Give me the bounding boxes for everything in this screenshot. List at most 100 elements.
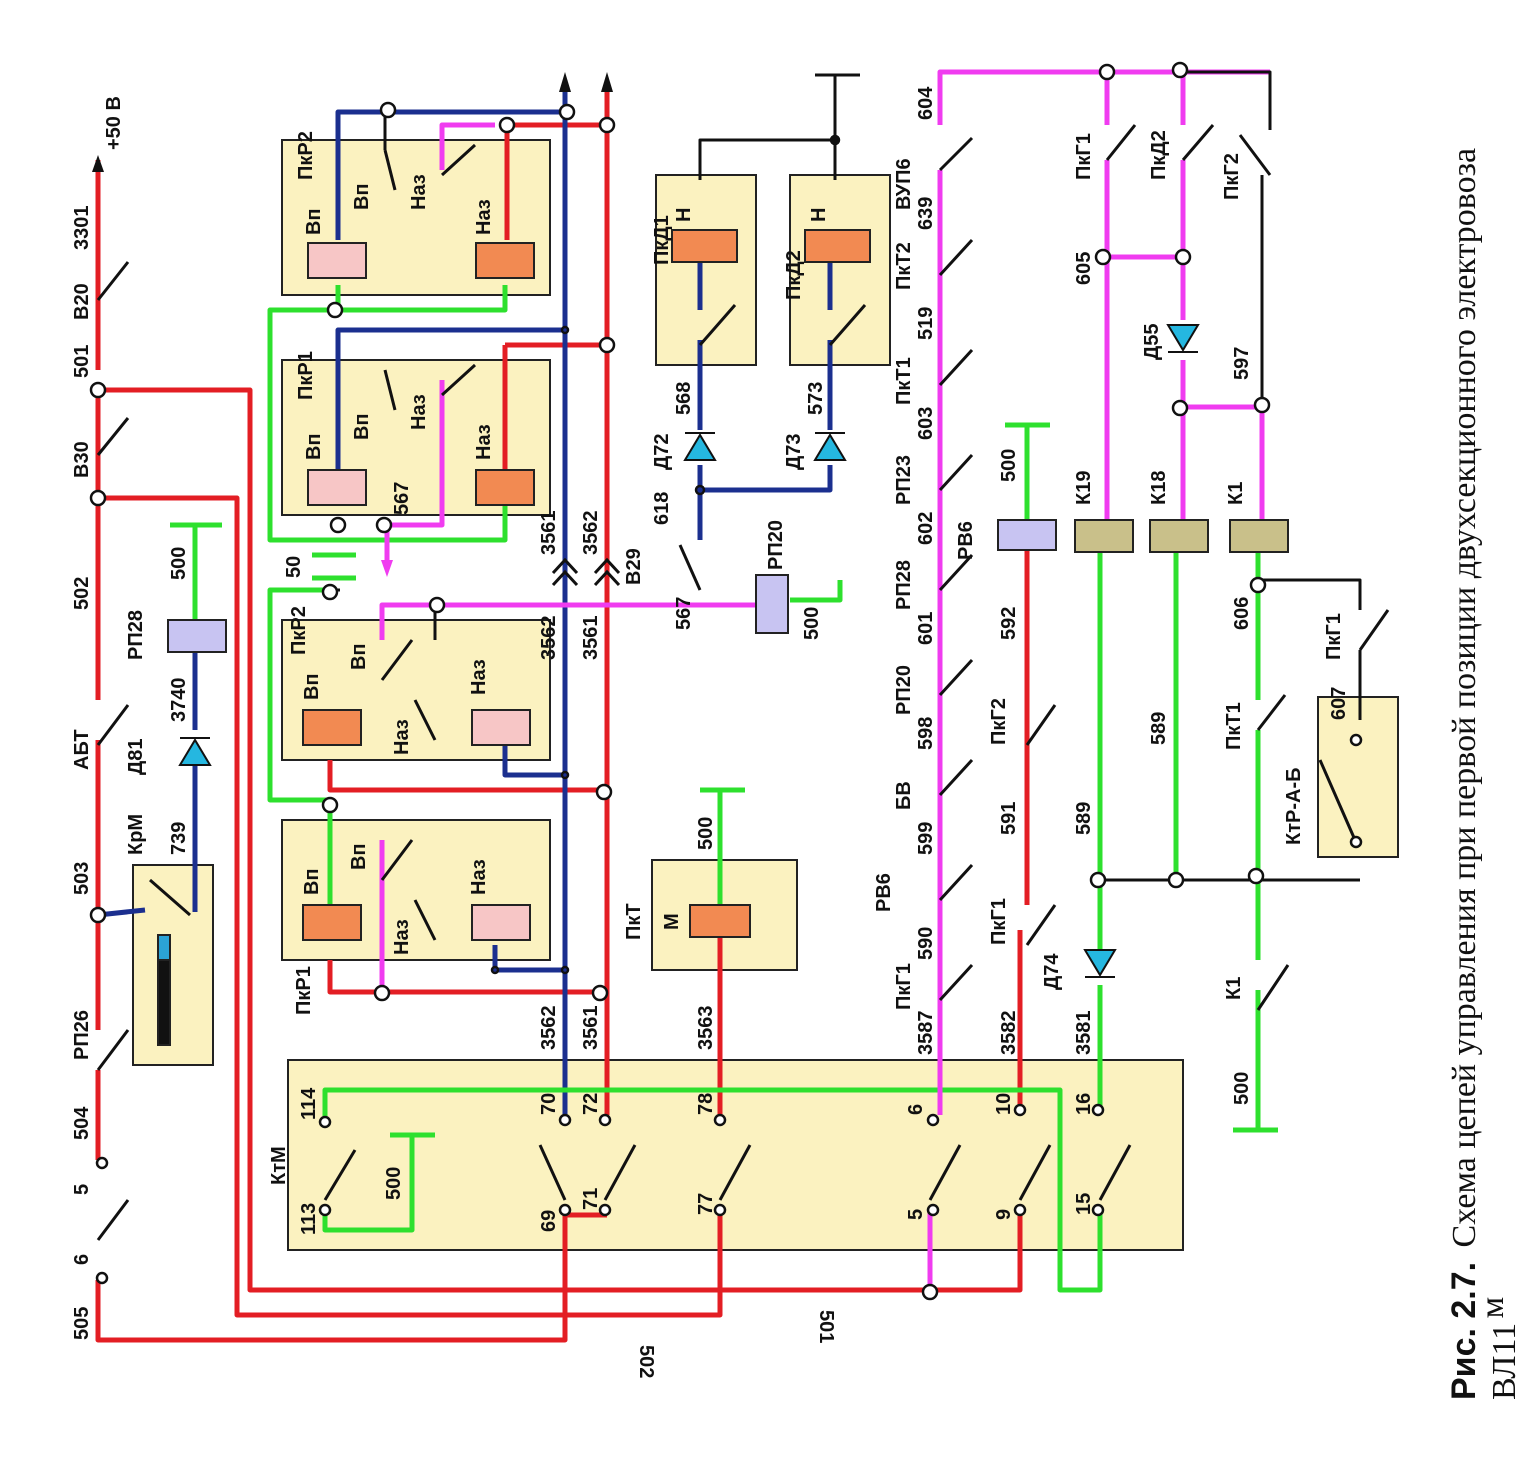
ktm-pin-114: 114 — [298, 1087, 320, 1120]
contact-rp23-label: РП23 — [893, 455, 915, 505]
wire-591: 591 — [998, 802, 1020, 835]
krm-pin-5: 5 — [71, 1184, 93, 1195]
wire-567-label: 567 — [391, 482, 413, 515]
wire-504: 504 — [71, 1106, 93, 1140]
wire-501: 501 — [71, 345, 93, 378]
contact-rp20-label: РП20 — [893, 665, 915, 715]
caption-number: Рис. 2.7. — [1445, 1262, 1483, 1400]
wire-592: 592 — [998, 607, 1020, 640]
pkr1-bottom-label: ПкР1 — [293, 966, 315, 1015]
ktm-pin-15: 15 — [1073, 1193, 1095, 1215]
contact-pkd2 — [828, 304, 867, 346]
caption-model-suffix: м — [1474, 1297, 1511, 1319]
contact-pkg2-top-label: ПкГ2 — [1221, 153, 1243, 200]
contact-pkg2-2-label: ПкГ2 — [988, 698, 1010, 745]
contact-pkt2 — [938, 238, 974, 277]
reversor-ground-label: 50 — [283, 556, 305, 578]
contact-krm-56 — [96, 1199, 130, 1241]
wire-3563: 3563 — [695, 1006, 717, 1051]
wire-3561-low: 3561 — [580, 1006, 602, 1051]
pkr1-bottom-contact-vp: Вп — [348, 843, 370, 870]
diode-d55-label: Д55 — [1141, 324, 1163, 361]
wire-503: 503 — [71, 862, 93, 895]
ktr-label: КтР-А-Б — [1283, 768, 1305, 845]
wire-573: 573 — [805, 382, 827, 415]
pkr2-top-coil-naz: Наз — [473, 199, 495, 235]
ktm-pin-113: 113 — [298, 1203, 320, 1235]
wire-3582: 3582 — [998, 1011, 1020, 1056]
switch-v29-label: В29 — [623, 548, 645, 585]
wire-502: 502 — [71, 577, 93, 610]
contact-pkg2-top — [1238, 134, 1272, 176]
pkr1-top-contact-vp: Вп — [351, 413, 373, 440]
pkt-coil-label: М — [661, 913, 683, 930]
contact-ktm-69-70 — [538, 1144, 567, 1201]
coils — [157, 229, 1289, 1046]
diode-d73-label: Д73 — [783, 434, 805, 471]
ktm-inner-ground: 500 — [383, 1167, 405, 1200]
coil-k19 — [1074, 519, 1134, 553]
wire-502-bottom: 502 — [635, 1345, 657, 1378]
coil-rp20 — [755, 574, 789, 634]
contact-pkg2-2 — [1025, 704, 1057, 746]
figure-caption: Рис. 2.7. Схема цепей управления при пер… — [1445, 148, 1523, 1400]
diodes — [178, 324, 1200, 978]
wire-3561-up-arrow-icon — [559, 72, 571, 92]
wire-601: 601 — [915, 612, 937, 645]
contact-rp20 — [938, 658, 974, 697]
ktm-pin-5: 5 — [905, 1209, 927, 1220]
coil-pkr1-vp — [307, 469, 367, 506]
rp20-label: РП20 — [765, 520, 787, 570]
kontroller-label: КрМ — [125, 814, 147, 855]
wire-3561-mid: 3561 — [580, 616, 602, 661]
wire-607: 607 — [1328, 687, 1350, 720]
contact-pkr2-vp — [383, 149, 397, 191]
ktm-pin-70: 70 — [538, 1093, 560, 1115]
contact-pkt1 — [938, 348, 974, 387]
wire-3561-top: 3561 — [538, 511, 560, 556]
coil-pkr2b-naz — [471, 709, 531, 746]
coil-rv6 — [997, 519, 1057, 551]
contact-k1 — [1256, 964, 1290, 1011]
coil-pkt — [689, 904, 751, 938]
wire-739: 739 — [168, 822, 190, 855]
ktm-pin-71: 71 — [580, 1188, 602, 1210]
wire-589-left: 589 — [1073, 802, 1095, 835]
wire-3562-top: 3562 — [580, 511, 602, 556]
contact-pkr1b-vp — [380, 839, 414, 881]
contact-ktm-71-72 — [603, 1144, 637, 1201]
switch-v29 — [678, 544, 702, 591]
caption-line-1: Рис. 2.7. Схема цепей управления при пер… — [1445, 148, 1483, 1400]
nodes — [89, 61, 1363, 1301]
ktm-label: КтМ — [268, 1146, 290, 1185]
diode-d74-label: Д74 — [1041, 953, 1063, 990]
coil-rp28 — [167, 619, 227, 653]
contact-v30 — [96, 417, 130, 456]
pkr2-bottom-contact-naz: Наз — [391, 719, 413, 755]
wire-568: 568 — [673, 382, 695, 415]
diode-d55 — [1166, 324, 1200, 352]
pkr1-top-contact-naz: Наз — [408, 394, 430, 430]
wire-519: 519 — [915, 307, 937, 340]
pkd1-coil-label: Н — [673, 208, 695, 222]
contact-rv6 — [938, 863, 974, 902]
contact-vup6-label: ВУП6 — [893, 158, 915, 210]
rp20-ground: 500 — [801, 607, 823, 640]
coil-pkr2-vp — [307, 242, 367, 279]
pkd1-label: ПкД1 — [651, 215, 673, 265]
magenta-wires — [379, 69, 1270, 1290]
contact-pkr2-naz — [440, 143, 477, 177]
pkr2-bottom-coil-vp: Вп — [301, 673, 323, 700]
pkt-panel — [651, 859, 798, 971]
contact-bv-label: БВ — [893, 781, 915, 810]
coil-k18 — [1149, 519, 1209, 553]
contact-pkr1-naz — [440, 363, 477, 397]
wire-3740: 3740 — [168, 678, 190, 723]
ktm-pin-72: 72 — [580, 1093, 602, 1115]
contact-pkr1-vp — [383, 369, 397, 411]
coil-pkr1b-naz — [471, 904, 531, 941]
black-wires — [330, 70, 1362, 1215]
ktm-pin-78: 78 — [695, 1093, 717, 1115]
wire-501-bottom: 501 — [815, 1310, 837, 1343]
pkd2-label: ПкД2 — [783, 250, 805, 300]
